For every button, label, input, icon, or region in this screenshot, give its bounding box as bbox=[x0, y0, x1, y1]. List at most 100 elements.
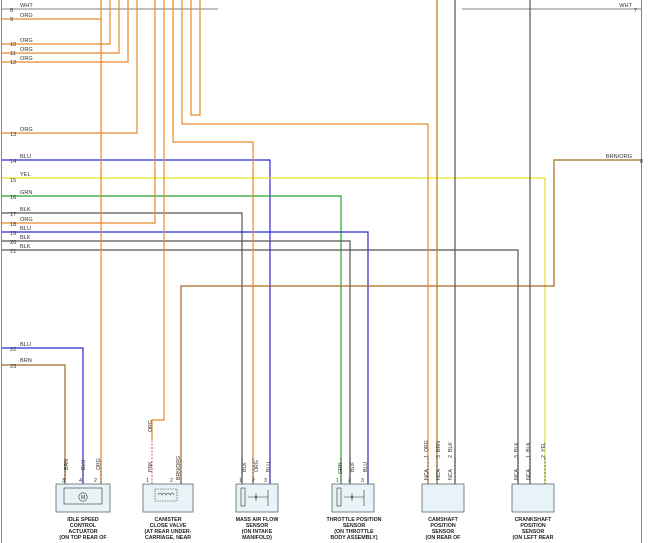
wire-blu-22 bbox=[2, 347, 84, 484]
ckp-pin-3-nca: NCA bbox=[514, 469, 520, 480]
row-color-wht: WHT bbox=[20, 3, 33, 9]
ckp-pin-1-color: BLK bbox=[526, 442, 532, 452]
isc-pin-3-num: 3 bbox=[62, 478, 65, 484]
cmp-caption-3: SENSOR bbox=[432, 529, 455, 535]
cmp-caption-1: CAMSHAFT bbox=[428, 517, 458, 523]
cmp-caption-4: (ON REAR OF bbox=[425, 535, 461, 541]
tps-caption-4: BODY ASSEMBLY) bbox=[330, 535, 377, 541]
tps-pin-2-color: BLK bbox=[350, 462, 356, 472]
wire-org-18 bbox=[2, 0, 156, 224]
tps-caption-3: (ON THROTTLE bbox=[334, 529, 374, 535]
row-color-org: ORG bbox=[20, 13, 33, 19]
maf-pin-2-color: ORG bbox=[254, 460, 260, 472]
isc-caption-1: IDLE SPEED bbox=[67, 517, 99, 523]
isc-pin-2-num: 2 bbox=[94, 478, 97, 484]
maf-pin-2-num: 2 bbox=[252, 478, 255, 484]
cmp-pin-2-color: BLK bbox=[448, 442, 454, 452]
canister-pin-2-num: 2 bbox=[170, 478, 173, 484]
row-color-org: ORG bbox=[20, 56, 33, 62]
canister-close-valve: 1 PNK 2 BRN/ORG ORG CANISTER CLOSE VALVE… bbox=[142, 420, 194, 541]
solenoid-coil-icon bbox=[157, 492, 175, 496]
tps-pin-1-color: GRN bbox=[338, 462, 344, 474]
maf-caption-4: MANIFOLD) bbox=[242, 535, 272, 541]
mass-air-flow-sensor: 1 BLK 2 ORG 3 BLU MASS AIR FLOW SENSOR (… bbox=[235, 460, 279, 541]
cmp-caption-2: POSITION bbox=[430, 523, 455, 529]
row-color-brn: BRN bbox=[20, 358, 32, 364]
maf-pin-3-color: BLU bbox=[266, 462, 272, 472]
wire-org-12 bbox=[2, 0, 129, 63]
isc-pin-2-color: ORG bbox=[96, 458, 102, 470]
row-color-org: ORG bbox=[20, 127, 33, 133]
wire-blk-17 bbox=[2, 212, 243, 484]
row-color-org: ORG bbox=[20, 217, 33, 223]
cmp-pin-3-num: 3 bbox=[436, 455, 442, 458]
ckp-pin-2-color: YEL bbox=[541, 442, 547, 452]
tps-body bbox=[331, 483, 375, 513]
cmp-pin-1-num: 1 bbox=[424, 455, 430, 458]
row-num-14: 14 bbox=[10, 159, 16, 165]
cmp-pin-2-num: 2 bbox=[448, 455, 454, 458]
row-color-blk: BLK bbox=[20, 207, 31, 213]
row-labels: 8 WHT 9 ORG 10 ORG 11 ORG 12 ORG 13 ORG … bbox=[10, 3, 643, 370]
isc-caption-2: CONTROL bbox=[70, 523, 97, 529]
solenoid-icon bbox=[154, 488, 178, 502]
row-num-9: 9 bbox=[10, 17, 13, 23]
row-color-org: ORG bbox=[20, 38, 33, 44]
row-num-17: 17 bbox=[10, 212, 16, 218]
ckp-pin-2-num: 2 bbox=[541, 455, 547, 458]
row-num-11: 11 bbox=[10, 51, 16, 57]
idle-speed-control-actuator: M 3 BRN 4 BLU 2 ORG IDLE SPEED CONTROL A… bbox=[55, 458, 111, 541]
wire-brnorg-8 bbox=[180, 159, 641, 484]
canister-pin-2-color: BRN/ORG bbox=[176, 456, 182, 480]
isc-pin-4-color: BLU bbox=[81, 460, 87, 470]
canister-pin-1-num: 1 bbox=[146, 478, 149, 484]
cmp-body bbox=[421, 483, 465, 513]
ckp-caption-4: (ON LEFT REAR bbox=[513, 535, 554, 541]
wire-org-10 bbox=[2, 0, 111, 45]
right-row-num-7: 7 bbox=[634, 8, 637, 14]
canister-caption-1: CANISTER bbox=[154, 517, 181, 523]
wire-org-top-a bbox=[190, 0, 201, 116]
wire-grn-16 bbox=[2, 195, 342, 484]
ckp-pin-3-num: 3 bbox=[514, 455, 520, 458]
canister-caption-3: (AT REAR UNDER- bbox=[145, 529, 192, 535]
isc-pin-3-color: BRN bbox=[64, 459, 70, 470]
tps-resistor-icon bbox=[336, 487, 342, 507]
wire-org-canister bbox=[151, 0, 165, 440]
cmp-pin-1-nca: NCA bbox=[424, 469, 430, 480]
maf-caption-2: SENSOR bbox=[246, 523, 269, 529]
row-num-16: 16 bbox=[10, 195, 16, 201]
maf-caption-3: (ON INTAKE bbox=[242, 529, 273, 535]
right-row-num-8: 8 bbox=[640, 159, 643, 165]
cmp-pin-3-nca: NCA bbox=[436, 469, 442, 480]
wire-org-11 bbox=[2, 0, 120, 54]
row-num-15: 15 bbox=[10, 178, 16, 184]
canister-caption-4: CARRIAGE, NEAR bbox=[145, 535, 191, 541]
camshaft-position-sensor: NCA 1 ORG NCA 3 BRN NCA 2 BLK CAMSHAFT P… bbox=[421, 440, 465, 541]
row-num-19: 19 bbox=[10, 231, 16, 237]
wire-blk-21 bbox=[2, 249, 519, 484]
canister-pin-1-color: PNK bbox=[148, 461, 154, 472]
row-color-blk: BLK bbox=[20, 244, 31, 250]
cmp-pin-3-color: BRN bbox=[436, 441, 442, 452]
row-color-yel: YEL bbox=[20, 172, 31, 178]
tps-pin-1-num: 1 bbox=[336, 478, 339, 484]
wire-blu-19 bbox=[2, 231, 369, 484]
ckp-caption-2: POSITION bbox=[520, 523, 545, 529]
crankshaft-position-sensor: NCA 3 BLK NCA 1 BLK 2 YEL CRANKSHAFT POS… bbox=[511, 442, 555, 541]
row-num-13: 13 bbox=[10, 132, 16, 138]
row-num-8: 8 bbox=[10, 8, 13, 14]
tps-pin-3-num: 3 bbox=[361, 478, 364, 484]
isc-caption-3: ACTUATOR bbox=[68, 529, 97, 535]
row-num-18: 18 bbox=[10, 222, 16, 228]
row-color-blk: BLK bbox=[20, 235, 31, 241]
isc-body bbox=[55, 483, 111, 513]
row-color-blu: BLU bbox=[20, 342, 31, 348]
tps-node bbox=[351, 496, 353, 498]
wire-brn-23 bbox=[2, 364, 66, 484]
tps-caption-2: SENSOR bbox=[343, 523, 366, 529]
row-color-org: ORG bbox=[20, 47, 33, 53]
motor-icon bbox=[78, 492, 88, 502]
isc-inner-frame bbox=[63, 487, 103, 505]
